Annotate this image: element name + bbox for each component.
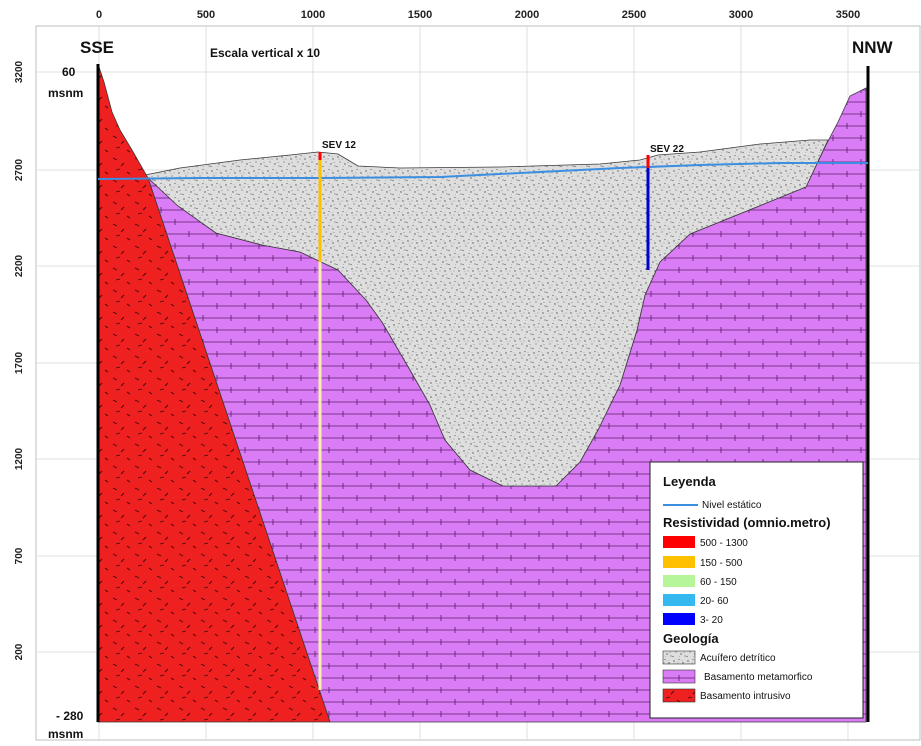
bottom-elevation-label: - 280 xyxy=(56,709,84,723)
sev-22-log: SEV 22 xyxy=(646,144,684,270)
resistivity-label: 3- 20 xyxy=(700,615,723,626)
x-tick-label: 500 xyxy=(197,9,215,21)
top-elevation-label: 60 xyxy=(62,65,76,79)
geology-swatch-intrusive xyxy=(662,688,696,703)
plot-frame xyxy=(35,25,921,741)
y-tick-label: 700 xyxy=(14,547,25,564)
right-direction-label: NNW xyxy=(852,38,894,57)
y-tick-label: 1700 xyxy=(14,351,25,374)
sev-12-log: SEV 12 xyxy=(318,140,356,690)
top-elevation-unit: msnm xyxy=(48,86,83,100)
resistivity-swatch-500-1300 xyxy=(663,536,695,548)
resistivity-label: 150 - 500 xyxy=(700,558,743,569)
vertical-scale-note: Escala vertical x 10 xyxy=(210,46,320,60)
x-tick-label: 1000 xyxy=(301,9,325,21)
bottom-elevation-unit: msnm xyxy=(48,727,83,741)
resistivity-swatch-20-60 xyxy=(663,594,695,606)
x-tick-label: 2000 xyxy=(515,9,539,21)
geology-swatch-aquifer xyxy=(662,650,696,665)
resistivity-label: 60 - 150 xyxy=(700,577,737,588)
legend: Leyenda Nivel estático Resistividad (omn… xyxy=(649,461,864,719)
x-axis-ticks: 0 500 1000 1500 2000 2500 3000 3500 xyxy=(96,9,860,21)
sev-12-label: SEV 12 xyxy=(322,140,356,151)
resistivity-swatch-3-20 xyxy=(663,613,695,625)
intrusive-basement-area xyxy=(97,63,331,723)
geology-swatch-metamorphic xyxy=(662,669,696,684)
x-tick-label: 2500 xyxy=(622,9,646,21)
geology-label: Basamento metamorfico xyxy=(704,672,813,683)
sev-22-label: SEV 22 xyxy=(650,144,684,155)
resistivity-swatch-60-150 xyxy=(663,575,695,587)
y-axis-ticks: 3200 2700 2200 1700 1200 700 200 xyxy=(14,60,25,660)
geology-label: Acuífero detrítico xyxy=(700,653,776,664)
y-tick-label: 3200 xyxy=(14,60,25,83)
legend-resistivity-title: Resistividad (omnio.metro) xyxy=(663,515,831,530)
x-tick-label: 3000 xyxy=(729,9,753,21)
detrital-aquifer-area xyxy=(139,139,829,487)
x-tick-label: 1500 xyxy=(408,9,432,21)
y-tick-label: 2200 xyxy=(14,254,25,277)
resistivity-label: 500 - 1300 xyxy=(700,538,748,549)
legend-static-level-label: Nivel estático xyxy=(702,500,762,511)
legend-title: Leyenda xyxy=(663,474,717,489)
y-tick-label: 200 xyxy=(14,643,25,660)
y-tick-label: 2700 xyxy=(14,158,25,181)
legend-geology-title: Geología xyxy=(663,631,719,646)
y-tick-label: 1200 xyxy=(14,447,25,470)
water-table-line xyxy=(97,162,868,180)
left-direction-label: SSE xyxy=(80,38,114,57)
geology-label: Basamento intrusivo xyxy=(700,691,791,702)
resistivity-swatch-150-500 xyxy=(663,556,695,568)
x-tick-label: 0 xyxy=(96,9,102,21)
resistivity-label: 20- 60 xyxy=(700,596,729,607)
x-tick-label: 3500 xyxy=(836,9,860,21)
